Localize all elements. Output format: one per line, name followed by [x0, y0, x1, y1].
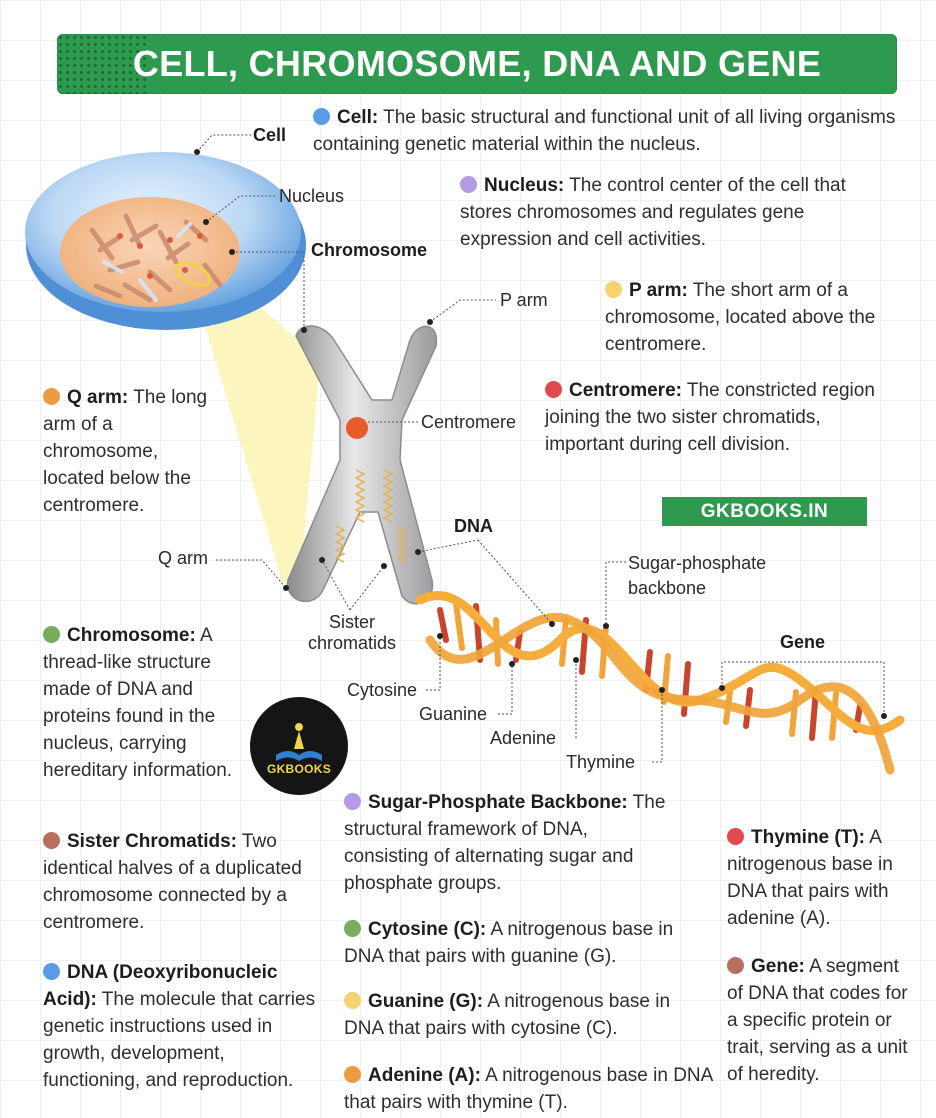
gkbooks-logo: [250, 697, 348, 795]
definition-dna-term: DNA (Deoxyribonucleic Acid):: [43, 962, 278, 1010]
definition-chromosome-text: A thread-like structure made of DNA and …: [43, 625, 233, 781]
definition-sister-chromatids-term: Sister Chromatids:: [67, 831, 237, 852]
label-adenine: Adenine: [490, 728, 557, 748]
definition-sugar-phosphate-term: Sugar-Phosphate Backbone:: [368, 792, 628, 813]
centromere-dot: [346, 417, 368, 439]
definition-chromosome: Chromosome: A thread-like structure made…: [43, 622, 257, 784]
definition-adenine-term: Adenine (A):: [368, 1065, 481, 1086]
definition-sugar-phosphate: Sugar-Phosphate Backbone: The structural…: [344, 789, 674, 897]
definition-dna: DNA (Deoxyribonucleic Acid): The molecul…: [43, 959, 318, 1094]
definition-adenine: Adenine (A): A nitrogenous base in DNA t…: [344, 1062, 714, 1116]
label-cell: Cell: [253, 125, 287, 145]
label-sugar-phosphate-line1: Sugar-phosphate: [628, 553, 767, 573]
book-icon: [276, 723, 322, 761]
definition-q-arm: Q arm: The long arm of a chromosome, loc…: [43, 384, 215, 519]
bullet-yellow-icon: [605, 281, 622, 298]
label-centromere: Centromere: [421, 412, 517, 432]
logo-text: GKBOOKS: [266, 762, 332, 776]
label-guanine: Guanine: [419, 704, 488, 724]
bullet-brown-icon: [43, 832, 60, 849]
label-cytosine: Cytosine: [347, 680, 418, 700]
definition-centromere-text: The constricted region joining the two s…: [545, 380, 875, 455]
definition-guanine-text: A nitrogenous base in DNA that pairs wit…: [344, 991, 671, 1039]
title-banner: [57, 34, 897, 94]
definition-gene-term: Gene:: [751, 956, 805, 977]
banner-dot-pattern: [57, 34, 149, 94]
definition-adenine-text: A nitrogenous base in DNA that pairs wit…: [344, 1065, 713, 1113]
definition-centromere: Centromere: The constricted region joini…: [545, 377, 900, 458]
label-nucleus: Nucleus: [279, 186, 345, 206]
bullet-brown-icon: [727, 957, 744, 974]
definition-q-arm-text: The long arm of a chromosome, located be…: [43, 387, 208, 516]
definition-thymine: Thymine (T): A nitrogenous base in DNA t…: [727, 824, 912, 932]
label-thymine: Thymine: [566, 752, 636, 772]
definition-gene-text: A segment of DNA that codes for a specif…: [727, 956, 908, 1085]
definition-sister-chromatids-text: Two identical halves of a duplicated chr…: [43, 831, 302, 933]
bullet-purple-icon: [460, 176, 477, 193]
definition-cell-text: The basic structural and functional unit…: [313, 107, 896, 155]
bullet-purple-icon: [344, 793, 361, 810]
definition-nucleus-text: The control center of the cell that stor…: [460, 175, 846, 250]
definition-thymine-text: A nitrogenous base in DNA that pairs wit…: [727, 827, 893, 929]
definition-cell: Cell: The basic structural and functiona…: [313, 104, 903, 158]
definition-nucleus-term: Nucleus:: [484, 175, 565, 196]
label-gene: Gene: [780, 632, 826, 652]
bullet-red-icon: [545, 381, 562, 398]
definition-centromere-term: Centromere:: [569, 380, 682, 401]
leader-dots: [194, 149, 887, 719]
definition-thymine-term: Thymine (T):: [751, 827, 865, 848]
definition-cytosine-term: Cytosine (C):: [368, 919, 487, 940]
label-sister-chromatids-line2: chromatids: [307, 633, 397, 653]
chromosome-graphic: [286, 325, 438, 605]
label-dna: DNA: [454, 516, 493, 536]
definition-cell-term: Cell:: [337, 107, 379, 128]
definition-p-arm-text: The short arm of a chromosome, located a…: [605, 280, 876, 355]
label-sugar-phosphate-backbone: Sugar-phosphate backbone: [628, 551, 766, 601]
cell-graphic: [25, 152, 306, 330]
bullet-green-icon: [344, 920, 361, 937]
bullet-yellow-icon: [344, 992, 361, 1009]
definition-p-arm: P arm: The short arm of a chromosome, lo…: [605, 277, 890, 358]
bullet-green-icon: [43, 626, 60, 643]
bullet-orange-icon: [344, 1066, 361, 1083]
definition-dna-text: The molecule that carries genetic instru…: [43, 989, 316, 1091]
watermark-badge: GKBOOKS.IN: [662, 497, 867, 526]
definition-sister-chromatids: Sister Chromatids: Two identical halves …: [43, 828, 333, 936]
page-title: CELL, CHROMOSOME, DNA AND GENE: [132, 43, 822, 84]
dna-helix-graphic: [415, 591, 905, 775]
label-sister-chromatids-line1: Sister: [328, 612, 375, 632]
definition-guanine-term: Guanine (G):: [368, 991, 484, 1012]
bullet-blue-icon: [313, 108, 330, 125]
definition-cytosine: Cytosine (C): A nitrogenous base in DNA …: [344, 916, 714, 970]
definition-nucleus: Nucleus: The control center of the cell …: [460, 172, 880, 253]
label-q-arm: Q arm: [158, 548, 209, 568]
bullet-blue-icon: [43, 963, 60, 980]
definition-q-arm-term: Q arm:: [67, 387, 129, 408]
label-p-arm: P arm: [500, 290, 548, 310]
leader-lines: [196, 134, 885, 763]
definition-guanine: Guanine (G): A nitrogenous base in DNA t…: [344, 988, 714, 1042]
definition-sugar-phosphate-text: The structural framework of DNA, consist…: [344, 792, 666, 894]
definition-gene: Gene: A segment of DNA that codes for a …: [727, 953, 912, 1088]
definition-cytosine-text: A nitrogenous base in DNA that pairs wit…: [344, 919, 674, 967]
definition-p-arm-term: P arm:: [629, 280, 688, 301]
bullet-orange-icon: [43, 388, 60, 405]
label-chromosome: Chromosome: [311, 240, 428, 260]
definition-chromosome-term: Chromosome:: [67, 625, 196, 646]
bullet-red-icon: [727, 828, 744, 845]
label-sister-chromatids: Sister chromatids: [302, 612, 402, 654]
zoom-beam: [188, 262, 320, 590]
label-sugar-phosphate-line2: backbone: [628, 578, 707, 598]
